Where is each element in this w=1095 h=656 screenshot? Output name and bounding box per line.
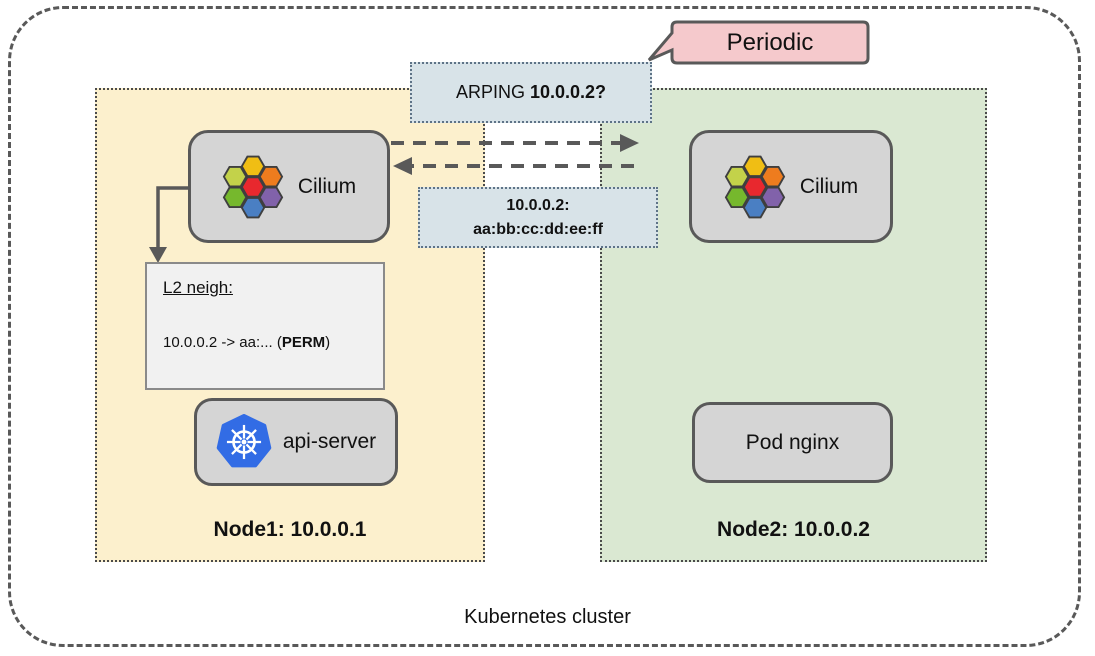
api-server-label: api-server (282, 430, 377, 453)
arp-reply-ip: 10.0.0.2: (506, 196, 570, 214)
helm-wheel (226, 424, 261, 460)
cilium-label: Cilium (799, 174, 859, 198)
kubernetes-cluster-boundary (8, 6, 1081, 647)
arping-target-ip: 10.0.0.2? (529, 82, 607, 102)
l2-entry-prefix: 10.0.0.2 -> aa:... ( (163, 334, 282, 351)
l2-entry-perm: PERM (281, 334, 326, 351)
arp-reply-message-box: 10.0.0.2: aa:bb:cc:dd:ee:ff (418, 187, 658, 248)
l2-entry-suffix: ) (325, 334, 331, 351)
arping-message-box: ARPING 10.0.0.2? (410, 62, 652, 123)
cilium-agent-node1: Cilium (188, 130, 390, 243)
arping-message: ARPING 10.0.0.2? (456, 82, 606, 103)
cilium-logo-icon (724, 155, 786, 218)
kubernetes-logo-icon (216, 414, 272, 468)
arp-reply-mac: aa:bb:cc:dd:ee:ff (473, 220, 603, 238)
arping-prefix: ARPING (455, 82, 530, 102)
pod-nginx-label: Pod nginx (745, 430, 840, 454)
cilium-hexagons (222, 155, 284, 218)
pod-nginx-box: Pod nginx (692, 402, 893, 483)
node1-label: Node1: 10.0.0.1 (213, 518, 367, 541)
l2-table-title: L2 neigh: (163, 278, 233, 297)
l2-table-entry: 10.0.0.2 -> aa:... (PERM) (163, 334, 367, 351)
kubernetes-cluster-label: Kubernetes cluster (464, 606, 631, 628)
periodic-callout-label: Periodic (726, 28, 814, 56)
cilium-hexagons (724, 155, 786, 218)
cilium-agent-node2: Cilium (689, 130, 893, 243)
cilium-label: Cilium (297, 174, 357, 198)
node2-label: Node2: 10.0.0.2 (717, 518, 870, 541)
l2-neighbor-table: L2 neigh: 10.0.0.2 -> aa:... (PERM) (145, 262, 385, 390)
api-server-box: api-server (194, 398, 398, 486)
cilium-logo-icon (222, 155, 284, 218)
